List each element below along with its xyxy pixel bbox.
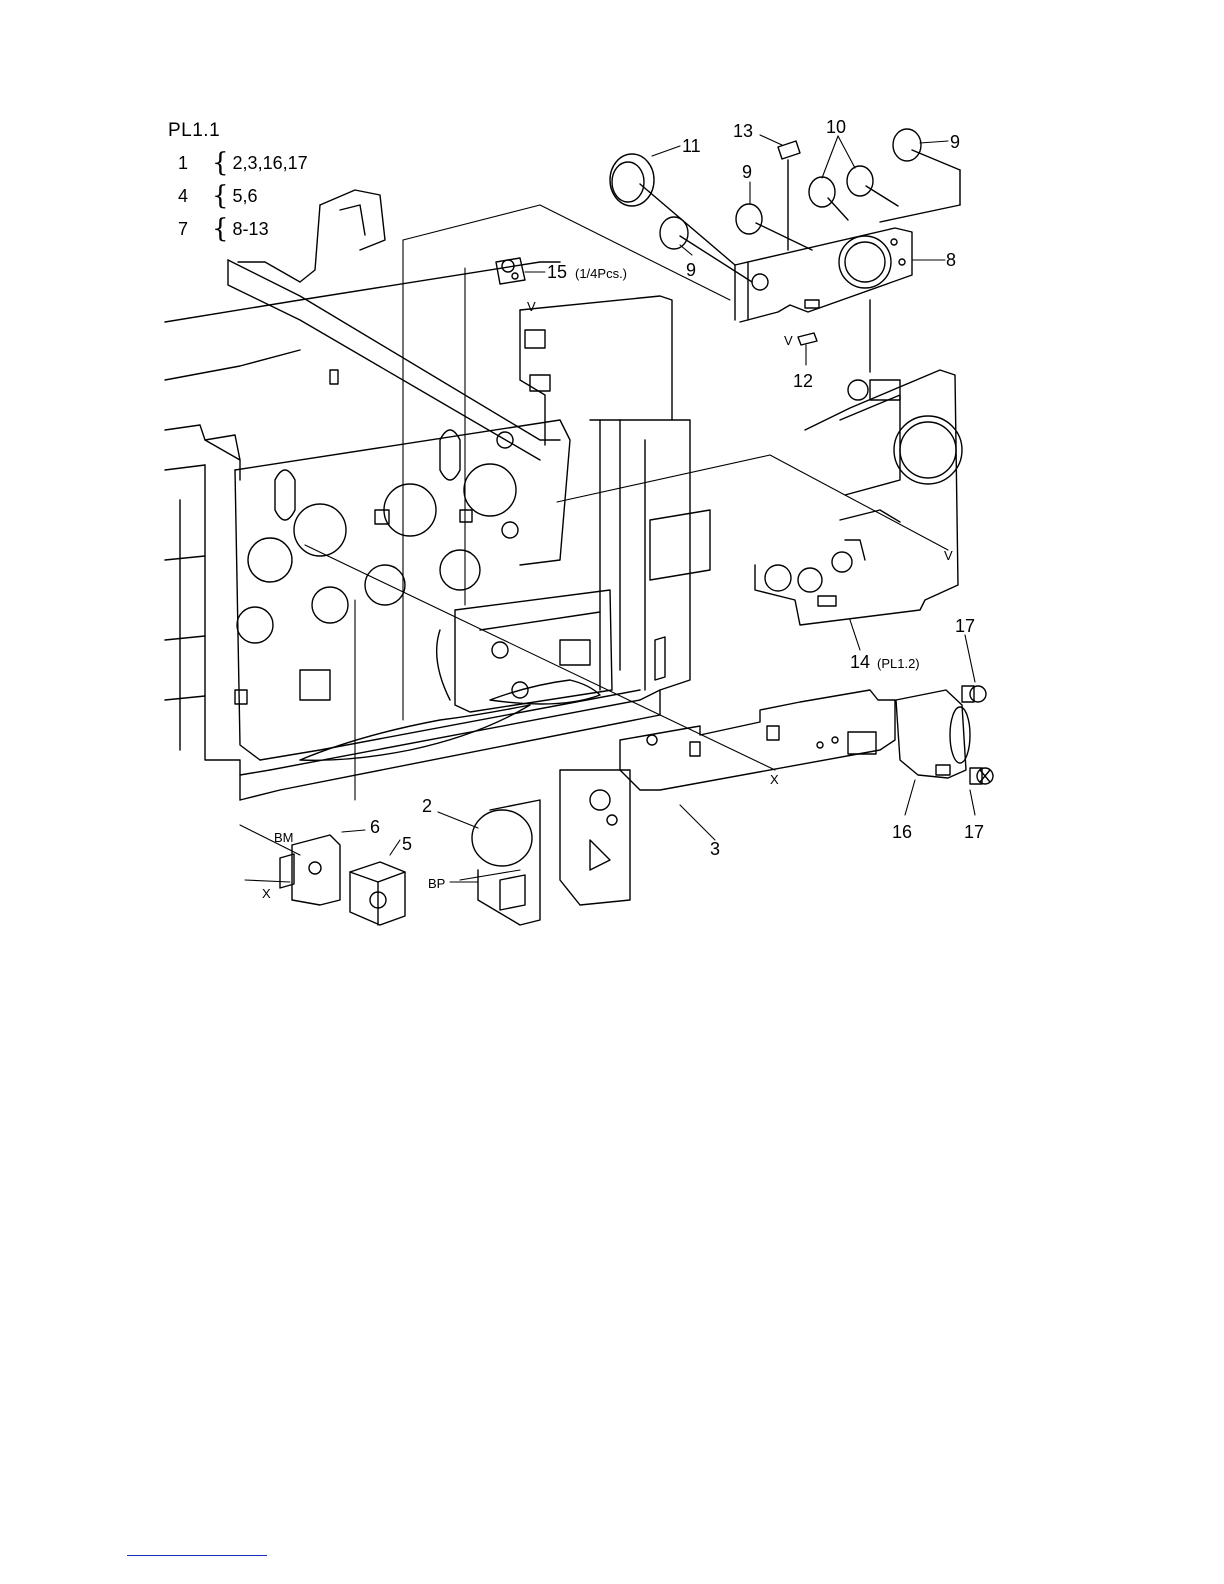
callout-14: 14 bbox=[850, 652, 870, 672]
callout-16: 16 bbox=[892, 822, 912, 842]
ref-v: V bbox=[784, 333, 793, 348]
callout-9: 9 bbox=[950, 132, 960, 152]
callout-11: 11 bbox=[682, 136, 701, 156]
callout-5: 5 bbox=[402, 834, 412, 854]
callout-17: 17 bbox=[964, 822, 984, 842]
callout-labels: 11 13 10 9 9 9 8 12 15 (1/4Pcs.) 14 (PL1… bbox=[262, 117, 984, 901]
callout-2: 2 bbox=[422, 796, 432, 816]
callout-15: 15 bbox=[547, 262, 567, 282]
callout-9: 9 bbox=[742, 162, 752, 182]
drive-assembly-14-drawing bbox=[755, 300, 962, 625]
callout-8: 8 bbox=[946, 250, 956, 270]
callout-3: 3 bbox=[710, 839, 720, 859]
callout-6: 6 bbox=[370, 817, 380, 837]
ref-v: V bbox=[944, 548, 953, 563]
lower-assembly-drawing bbox=[280, 686, 993, 925]
callout-12: 12 bbox=[793, 371, 813, 391]
callout-14-note: (PL1.2) bbox=[877, 656, 920, 671]
mount-15-drawing bbox=[496, 258, 525, 284]
ref-bm: BM bbox=[274, 830, 294, 845]
ref-v: V bbox=[527, 299, 536, 314]
callout-10: 10 bbox=[826, 117, 846, 137]
ref-x: X bbox=[262, 886, 271, 901]
callout-17: 17 bbox=[955, 616, 975, 636]
callout-9: 9 bbox=[686, 260, 696, 280]
callout-13: 13 bbox=[733, 121, 753, 141]
ref-x: X bbox=[770, 772, 779, 787]
ref-bp: BP bbox=[428, 876, 445, 891]
callout-15-note: (1/4Pcs.) bbox=[575, 266, 627, 281]
gear-drive-assembly-drawing bbox=[610, 129, 960, 345]
footer-rule bbox=[127, 1555, 267, 1556]
main-frame-drawing bbox=[165, 190, 710, 800]
